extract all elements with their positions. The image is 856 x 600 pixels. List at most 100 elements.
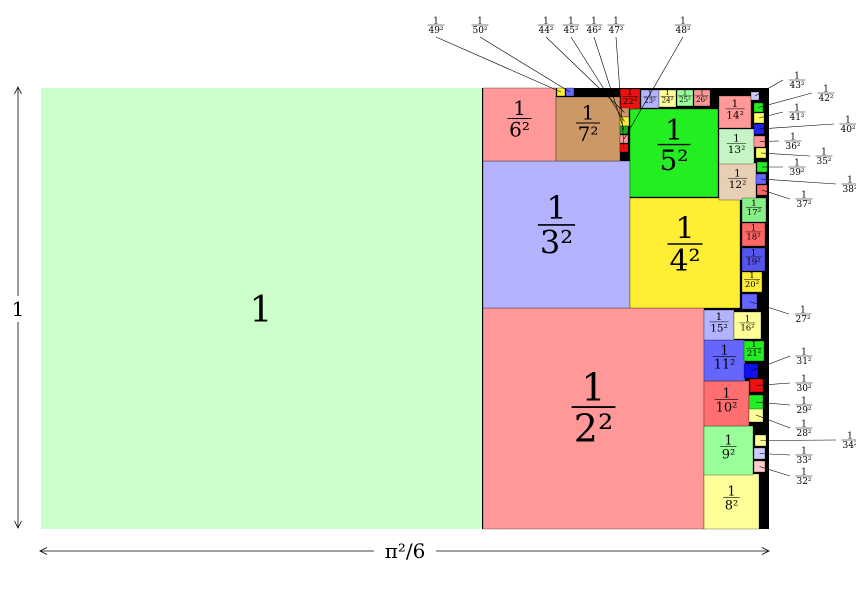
square-label-9-numerator: 1: [724, 433, 732, 448]
square-label-3-numerator: 1: [546, 189, 566, 227]
square-1-over-9-squared: [703, 425, 754, 476]
square-label-2-denominator: 2²: [574, 406, 613, 450]
square-1-over-5-squared: [629, 108, 719, 198]
square-label-47-denominator: 47²: [608, 26, 623, 36]
square-label-12-numerator: 1: [734, 167, 741, 179]
square-label-11-denominator: 11²: [714, 357, 736, 372]
square-label-22-denominator: 22²: [623, 97, 637, 107]
square-label-46-numerator: 1: [591, 16, 597, 26]
square-label-8-numerator: 1: [727, 484, 735, 499]
square-label-49-numerator: 1: [433, 16, 439, 26]
square-label-16-denominator: 16²: [740, 324, 754, 334]
square-label-6-numerator: 1: [513, 96, 526, 120]
square-label-27-denominator: 27²: [795, 315, 810, 325]
square-label-11-numerator: 1: [720, 343, 728, 358]
square-label-18-denominator: 18²: [746, 233, 760, 243]
leader-line-49: [435, 36, 562, 93]
height-arrow-bottom: [14, 520, 22, 529]
height-arrow-top: [14, 86, 22, 95]
square-label-31-denominator: 31²: [796, 357, 811, 367]
square-label-42-numerator: 1: [823, 84, 829, 94]
square-label-19-numerator: 1: [751, 248, 756, 258]
square-label-21-denominator: 21²: [747, 349, 761, 359]
width-arrow-right: [761, 547, 770, 555]
square-label-28-denominator: 28²: [796, 429, 811, 439]
square-label-2: 12²: [571, 365, 616, 450]
square-1-over-7-squared: [555, 96, 621, 162]
square-label-20-denominator: 20²: [745, 280, 759, 290]
square-1-over-25-squared: [676, 89, 694, 107]
leader-line-31: [750, 355, 791, 372]
square-1-over-24-squared: [658, 89, 677, 108]
square-label-36-denominator: 36²: [785, 142, 800, 152]
square-label-8: 18²: [723, 484, 740, 513]
square-label-50-numerator: 1: [477, 16, 483, 26]
square-label-19-denominator: 19²: [746, 258, 760, 268]
square-label-47-numerator: 1: [613, 16, 619, 26]
height-label: 1: [12, 297, 25, 321]
square-label-15-denominator: 15²: [710, 322, 728, 334]
leader-line-46: [593, 36, 625, 131]
square-label-6-denominator: 6²: [509, 118, 530, 142]
height-dimension: 1: [8, 86, 28, 529]
leader-line-45: [570, 36, 625, 122]
square-label-14-numerator: 1: [732, 98, 739, 110]
squares-group: [41, 87, 768, 530]
square-label-18-numerator: 1: [751, 223, 756, 233]
square-1-over-2-squared: [482, 307, 705, 530]
leader-line-47: [615, 36, 625, 149]
square-label-46-denominator: 46²: [586, 26, 601, 36]
square-label-24-numerator: 1: [665, 89, 669, 97]
square-label-30-numerator: 1: [801, 374, 807, 384]
square-label-39-numerator: 1: [794, 158, 800, 168]
square-1-over-20-squared: [741, 271, 763, 293]
square-label-25-numerator: 1: [683, 89, 687, 97]
square-label-29-denominator: 29²: [796, 406, 811, 416]
square-label-6: 16²: [507, 96, 532, 142]
square-label-40-denominator: 40²: [840, 125, 855, 135]
square-label-37-denominator: 37²: [796, 200, 811, 210]
square-1-over-4-squared: [629, 197, 741, 309]
square-1-over-1-squared: [41, 88, 482, 529]
square-label-9: 19²: [720, 433, 737, 462]
square-label-38-numerator: 1: [847, 175, 853, 185]
square-label-10-denominator: 10²: [716, 400, 738, 415]
leader-line-37: [761, 189, 791, 200]
square-1-over-16-squared: [733, 311, 762, 340]
square-1-over-6-squared: [482, 87, 557, 162]
square-label-30-denominator: 30²: [796, 384, 811, 394]
leader-line-42: [758, 92, 813, 108]
square-label-34-denominator: 34²: [842, 441, 856, 451]
square-label-40-numerator: 1: [845, 115, 851, 125]
square-label-39-denominator: 39²: [789, 168, 804, 178]
width-dimension: π²/6: [39, 538, 770, 564]
square-label-32-denominator: 32²: [796, 477, 811, 487]
square-label-45-numerator: 1: [568, 16, 574, 26]
square-label-48-denominator: 48²: [675, 26, 690, 36]
leader-line-38: [760, 178, 837, 185]
square-label-17-numerator: 1: [751, 199, 756, 209]
square-label-24-denominator: 24²: [662, 97, 674, 105]
square-label-12-denominator: 12²: [729, 179, 747, 191]
leader-line-34: [760, 439, 837, 441]
